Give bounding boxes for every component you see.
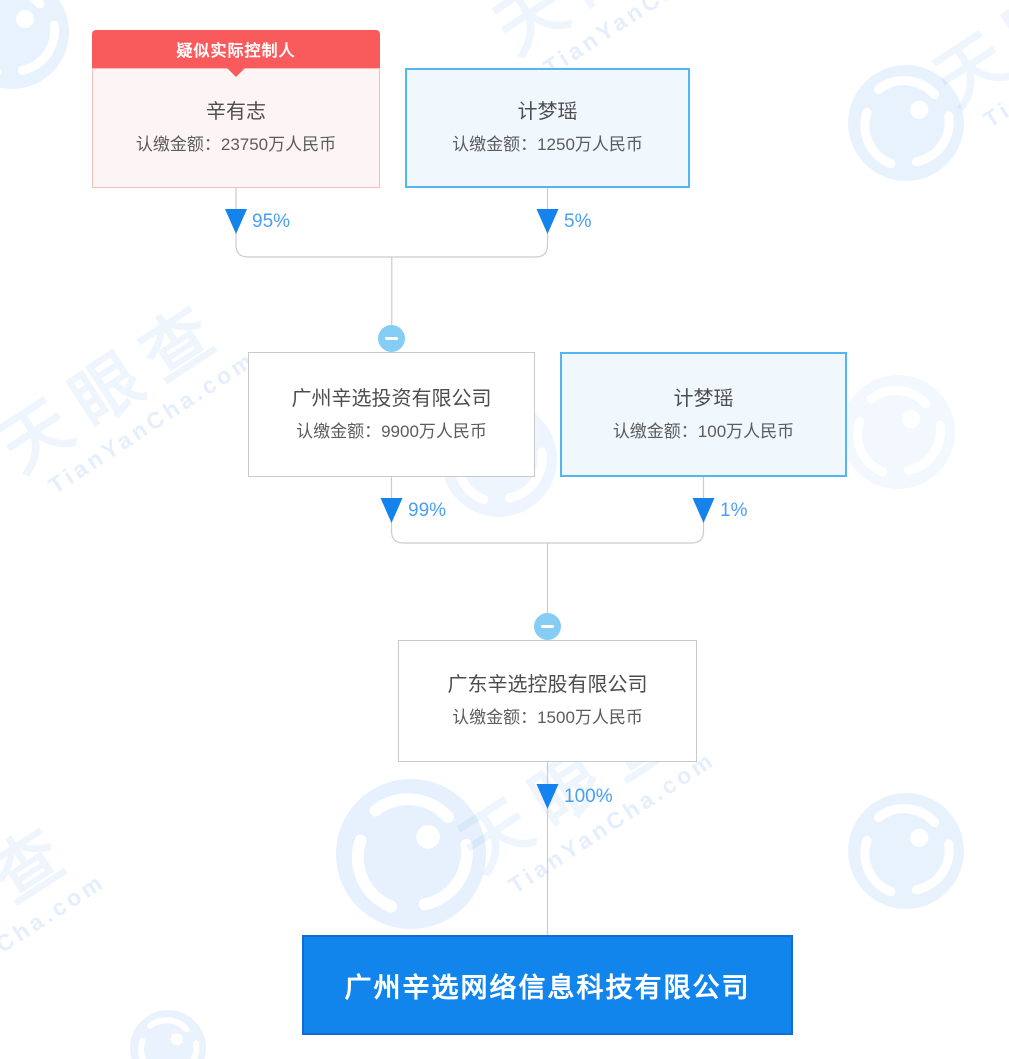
- shareholder-name: 辛有志: [206, 101, 266, 124]
- collapse-button[interactable]: [378, 325, 405, 352]
- ownership-percent-label: 99%: [408, 500, 447, 521]
- subscribed-amount: 认缴金额：9900万人民币: [296, 421, 487, 441]
- ownership-percent-label: 1%: [720, 500, 748, 521]
- collapse-button[interactable]: [534, 613, 561, 640]
- minus-icon: [385, 336, 398, 341]
- subscribed-amount: 认缴金额：23750万人民币: [135, 135, 337, 155]
- subscribed-amount: 认缴金额：100万人民币: [612, 421, 795, 441]
- target-company-name: 广州辛选网络信息科技有限公司: [344, 972, 751, 1003]
- shareholder-node-jimengyao-top[interactable]: 计梦瑶 认缴金额：1250万人民币: [405, 68, 690, 188]
- shareholder-node-xinyouzhi[interactable]: 辛有志 认缴金额：23750万人民币: [92, 68, 380, 188]
- target-company-node[interactable]: 广州辛选网络信息科技有限公司: [302, 935, 793, 1035]
- badge-label: 疑似实际控制人: [176, 43, 296, 60]
- subscribed-amount: 认缴金额：1500万人民币: [452, 708, 643, 728]
- ownership-percent-label: 95%: [252, 211, 291, 232]
- company-node-guangzhou-xinxuan-investment[interactable]: 广州辛选投资有限公司 认缴金额：9900万人民币: [248, 352, 535, 477]
- suspected-actual-controller-badge: 疑似实际控制人: [92, 30, 380, 68]
- arrow-down-icon: [380, 498, 403, 523]
- shareholder-node-jimengyao-mid[interactable]: 计梦瑶 认缴金额：100万人民币: [560, 352, 847, 477]
- shareholder-name: 计梦瑶: [517, 101, 578, 124]
- arrow-down-icon: [692, 498, 715, 523]
- ownership-percent-label: 5%: [564, 211, 592, 232]
- company-name: 广州辛选投资有限公司: [291, 387, 492, 410]
- company-name: 广东辛选控股有限公司: [447, 674, 648, 697]
- shareholder-name: 计梦瑶: [673, 387, 734, 410]
- arrow-down-icon: [536, 209, 559, 234]
- minus-icon: [541, 624, 554, 629]
- badge-pointer-triangle: [227, 68, 245, 77]
- subscribed-amount: 认缴金额：1250万人民币: [452, 135, 643, 155]
- company-node-guangdong-xinxuan-holding[interactable]: 广东辛选控股有限公司 认缴金额：1500万人民币: [398, 640, 697, 762]
- arrow-down-icon: [225, 209, 247, 234]
- ownership-percent-label: 100%: [564, 786, 613, 807]
- arrow-down-icon: [536, 784, 559, 809]
